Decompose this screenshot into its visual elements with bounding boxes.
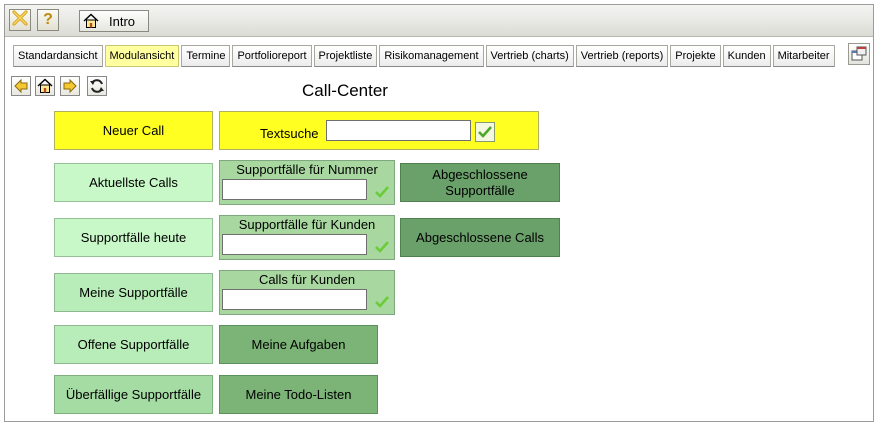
tab-vertrieb-reports[interactable]: Vertrieb (reports) — [575, 45, 669, 67]
forward-button[interactable] — [60, 76, 80, 96]
supportfaelle-kunden-panel: Supportfälle für Kunden — [219, 215, 395, 260]
supportfaelle-nummer-input[interactable] — [222, 179, 367, 200]
supportfaelle-heute-button[interactable]: Supportfälle heute — [54, 218, 213, 257]
aktuellste-calls-button[interactable]: Aktuellste Calls — [54, 163, 213, 202]
abgeschlossene-calls-button[interactable]: Abgeschlossene Calls — [400, 218, 560, 257]
neuer-call-button[interactable]: Neuer Call — [54, 111, 213, 150]
meine-todo-listen-button[interactable]: Meine Todo-Listen — [219, 375, 378, 414]
tab-settings-button[interactable] — [848, 43, 870, 65]
ueberfaellige-supportfaelle-button[interactable]: Überfällige Supportfälle — [54, 375, 213, 414]
tab-termine[interactable]: Termine — [181, 45, 231, 67]
top-toolbar: ? Intro — [5, 5, 873, 37]
abgeschlossene-supportfaelle-button[interactable]: Abgeschlossene Supportfälle — [400, 163, 560, 202]
refresh-button[interactable] — [87, 76, 107, 96]
intro-label: Intro — [109, 13, 136, 29]
calls-kunden-input[interactable] — [222, 289, 367, 310]
arrow-left-icon — [13, 78, 29, 94]
textsuche-label: Textsuche — [260, 126, 319, 141]
close-x-icon — [12, 9, 28, 31]
arrow-right-icon — [62, 78, 78, 94]
tab-kunden[interactable]: Kunden — [722, 45, 771, 67]
calls-kunden-label: Calls für Kunden — [258, 272, 356, 287]
supportfaelle-nummer-submit-button[interactable] — [372, 182, 392, 202]
tab-risikomanagement[interactable]: Risikomanagement — [379, 45, 484, 67]
page-title: Call-Center — [302, 81, 388, 100]
meine-supportfaelle-button[interactable]: Meine Supportfälle — [54, 273, 213, 312]
supportfaelle-nummer-panel: Supportfälle für Nummer — [219, 160, 395, 205]
tab-standardansicht[interactable]: Standardansicht — [13, 45, 103, 67]
help-button[interactable]: ? — [37, 9, 59, 31]
checkmark-icon — [375, 241, 389, 253]
close-button[interactable] — [9, 9, 31, 31]
textsuche-input[interactable] — [326, 120, 471, 141]
window-settings-icon — [851, 46, 867, 62]
checkmark-icon — [375, 186, 389, 198]
supportfaelle-kunden-submit-button[interactable] — [372, 237, 392, 257]
textsuche-panel: Textsuche — [219, 111, 539, 150]
home-nav-button[interactable] — [35, 76, 55, 96]
tab-modulansicht[interactable]: Modulansicht — [104, 45, 180, 67]
tab-vertrieb-charts[interactable]: Vertrieb (charts) — [485, 45, 574, 67]
tab-bar: Standardansicht Modulansicht Termine Por… — [13, 45, 837, 67]
refresh-icon — [89, 78, 105, 94]
supportfaelle-kunden-input[interactable] — [222, 234, 367, 255]
calls-kunden-panel: Calls für Kunden — [219, 270, 395, 315]
offene-supportfaelle-button[interactable]: Offene Supportfälle — [54, 325, 213, 364]
supportfaelle-nummer-label: Supportfälle für Nummer — [236, 162, 378, 177]
back-button[interactable] — [11, 76, 31, 96]
calls-kunden-submit-button[interactable] — [372, 292, 392, 312]
checkmark-icon — [375, 296, 389, 308]
tab-projektliste[interactable]: Projektliste — [313, 45, 378, 67]
meine-aufgaben-button[interactable]: Meine Aufgaben — [219, 325, 378, 364]
tab-projekte[interactable]: Projekte — [670, 45, 721, 67]
intro-button[interactable]: Intro — [79, 10, 149, 32]
tab-portfolioreport[interactable]: Portfolioreport — [232, 45, 312, 67]
textsuche-submit-button[interactable] — [475, 122, 495, 142]
app-frame: ? Intro Standardansicht Modulansicht Ter… — [4, 4, 874, 422]
help-icon: ? — [43, 11, 53, 28]
tab-mitarbeiter[interactable]: Mitarbeiter — [772, 45, 835, 67]
checkmark-icon — [478, 126, 492, 138]
home-icon — [83, 13, 99, 29]
supportfaelle-kunden-label: Supportfälle für Kunden — [238, 217, 376, 232]
home-icon — [37, 78, 53, 94]
